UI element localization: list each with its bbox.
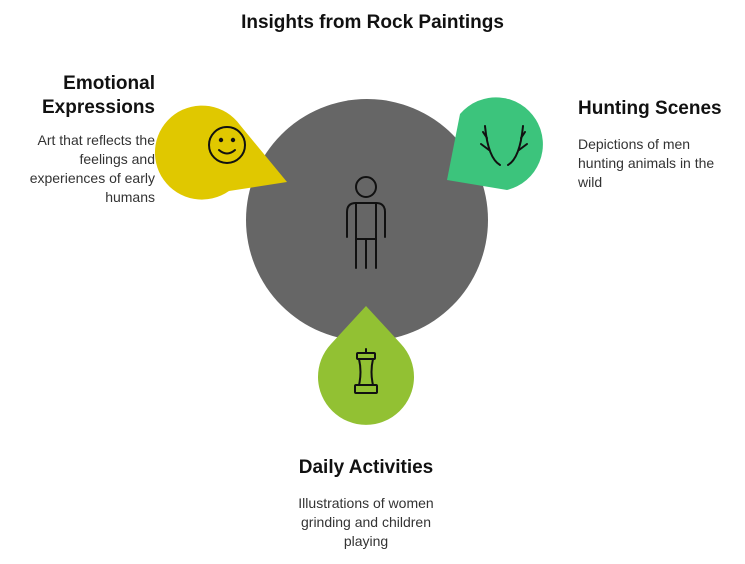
center-circle (246, 99, 488, 341)
grinder-icon (354, 348, 378, 394)
daily-title: Daily Activities (298, 457, 434, 478)
emotional-description: Art that reflects the feelings and exper… (29, 132, 155, 205)
daily-drop (318, 306, 414, 425)
hunting-description: Depictions of men hunting animals in the… (578, 136, 715, 190)
smiley-face-icon (208, 126, 246, 164)
diagram-title: Insights from Rock Paintings (241, 12, 504, 33)
hunting-drop (447, 97, 543, 190)
antlers-icon (480, 125, 528, 166)
person-icon (346, 176, 386, 269)
emotional-drop (154, 105, 287, 200)
hunting-drop-shape (447, 97, 543, 190)
daily-drop-shape (318, 306, 414, 425)
daily-description: Illustrations of women grinding and chil… (298, 495, 434, 549)
hunting-title: Hunting Scenes (578, 98, 722, 119)
emotional-title: Emotional Expressions (42, 73, 155, 118)
